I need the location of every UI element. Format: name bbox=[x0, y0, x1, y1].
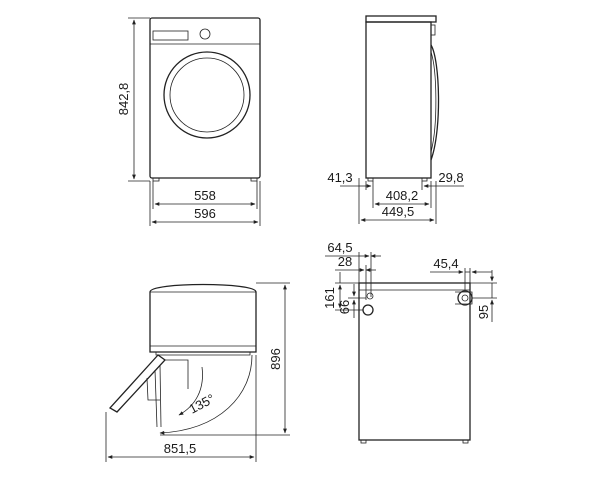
side-inner-depth-label: 408,2 bbox=[386, 188, 419, 203]
side-panel-knob bbox=[430, 24, 436, 36]
detergent-drawer bbox=[152, 30, 189, 41]
program-knob bbox=[199, 28, 211, 40]
side-rear-offset-label: 29,8 bbox=[438, 170, 463, 185]
water-inlet-inner bbox=[461, 294, 469, 302]
side-door-bulge bbox=[430, 44, 440, 161]
front-foot-left bbox=[152, 177, 160, 182]
side-foot-front bbox=[367, 177, 374, 182]
front-inner-width-label: 558 bbox=[194, 188, 216, 203]
door-outer-ring bbox=[163, 51, 251, 139]
side-top-panel bbox=[365, 15, 437, 23]
rear-height-b-label: 66 bbox=[337, 300, 352, 314]
side-body bbox=[365, 21, 432, 179]
rear-height-c-label: 95 bbox=[476, 305, 491, 319]
top-door-glass bbox=[146, 359, 189, 428]
door-swing-arc bbox=[159, 354, 253, 435]
front-body bbox=[149, 17, 261, 179]
top-total-width-label: 896 bbox=[268, 348, 283, 370]
rear-height-a-label: 161 bbox=[322, 287, 337, 309]
rear-offset-c-label: 45,4 bbox=[433, 256, 458, 271]
front-foot-right bbox=[250, 177, 258, 182]
rear-body bbox=[358, 282, 471, 441]
drain-outlet bbox=[362, 304, 374, 316]
door-angle-arc bbox=[178, 366, 203, 416]
front-outer-width-label: 596 bbox=[194, 206, 216, 221]
front-view: 842,8 558 596 bbox=[116, 17, 261, 226]
top-open-door bbox=[108, 354, 166, 413]
side-total-depth-label: 449,5 bbox=[382, 204, 415, 219]
front-height-label: 842,8 bbox=[116, 83, 131, 116]
rear-offset-b-label: 28 bbox=[338, 254, 352, 269]
side-foot-rear bbox=[421, 177, 428, 182]
door-inner-ring bbox=[169, 57, 245, 133]
top-total-depth-label: 851,5 bbox=[164, 441, 197, 456]
rear-foot-left bbox=[360, 439, 367, 444]
side-door-inner bbox=[430, 51, 437, 153]
rear-offset-a-label: 64,5 bbox=[327, 240, 352, 255]
rear-view: 64,5 28 45,4 161 66 95 bbox=[322, 240, 497, 444]
rear-foot-right bbox=[462, 439, 469, 444]
top-door-hinge-strip bbox=[150, 345, 256, 356]
top-body bbox=[149, 283, 257, 353]
top-view: 135° 896 851,5 bbox=[105, 282, 290, 462]
door-angle-label: 135° bbox=[186, 391, 217, 417]
side-view: 41,3 29,8 408,2 449,5 bbox=[327, 15, 464, 224]
side-front-offset-label: 41,3 bbox=[327, 170, 352, 185]
